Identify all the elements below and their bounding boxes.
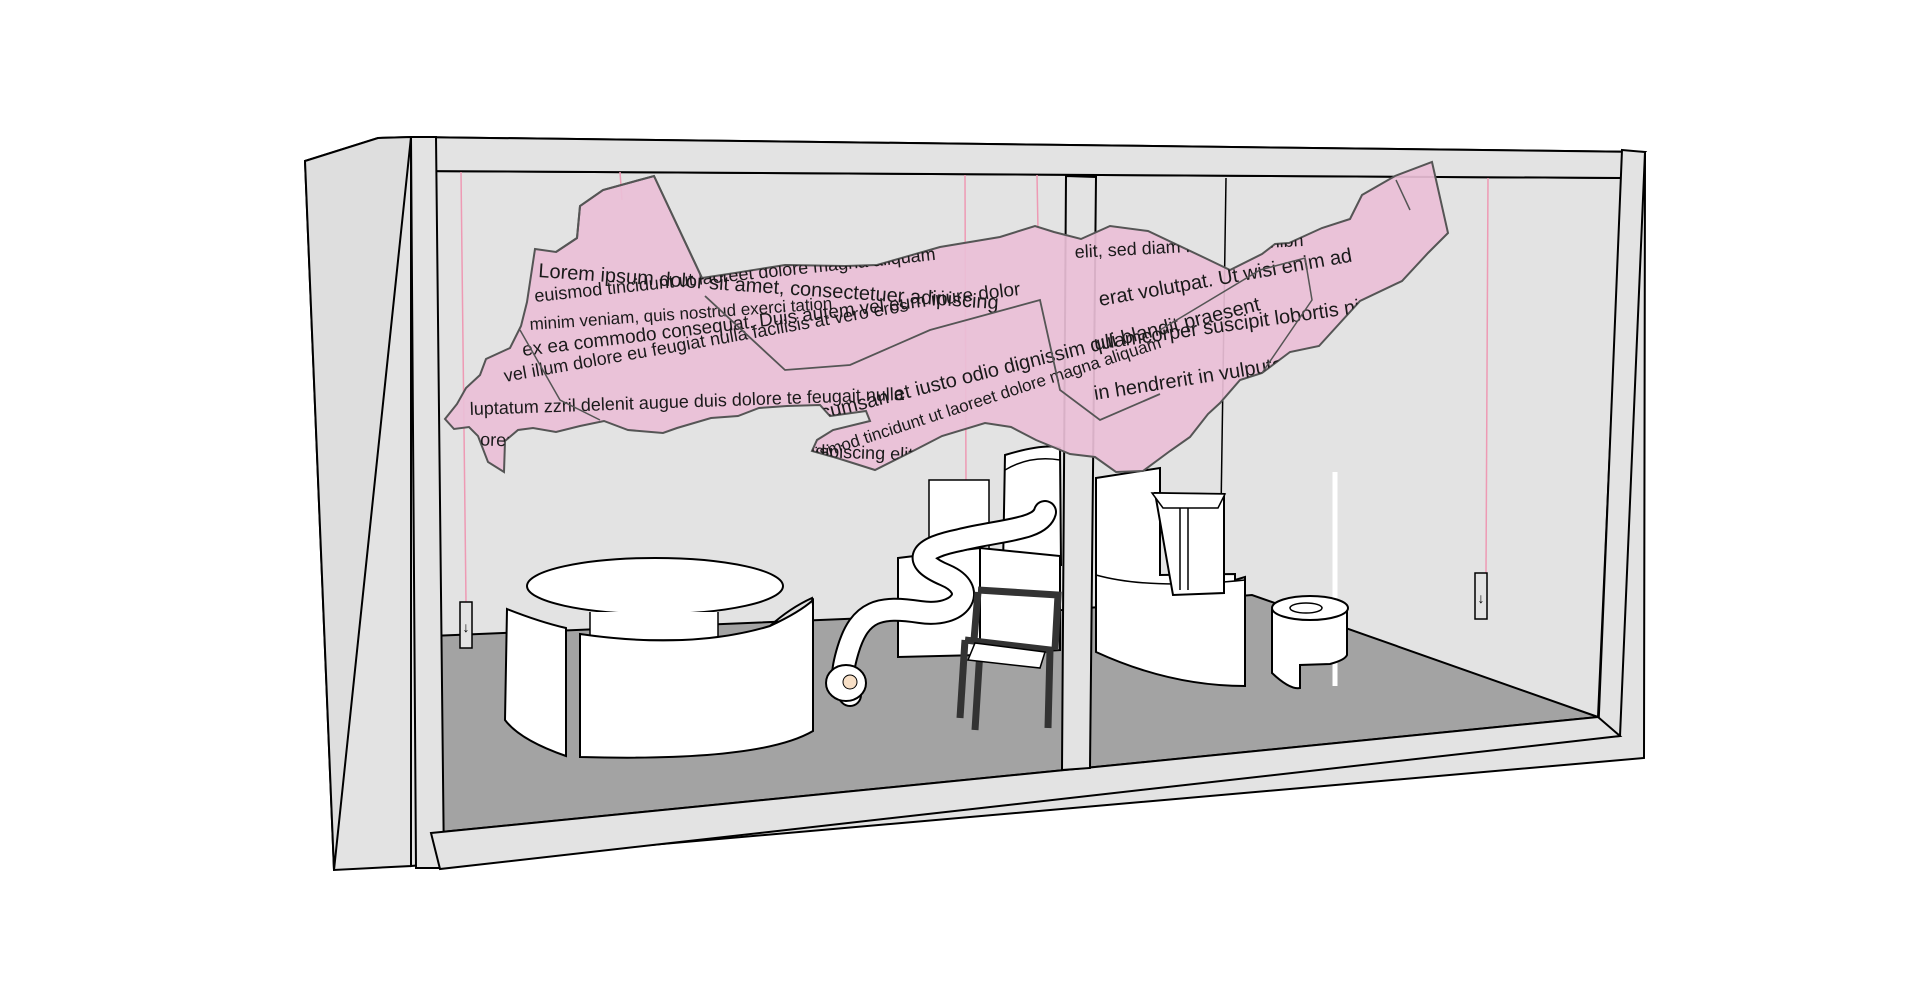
left-wall-face	[303, 135, 413, 871]
round-table-seating	[503, 557, 814, 759]
wire	[460, 171, 467, 603]
lamp-bulb	[842, 674, 858, 690]
fabric-fold	[704, 295, 1161, 422]
tall-box-edge	[1004, 458, 1061, 471]
down-arrow-icon: ↓	[463, 619, 470, 635]
bench-right	[579, 597, 814, 759]
stand-top	[1150, 492, 1227, 509]
stool	[1271, 606, 1348, 690]
chair	[956, 586, 1062, 731]
fabric-fold	[1159, 257, 1313, 374]
chair-seat	[966, 642, 1046, 669]
center-installation	[825, 445, 1063, 731]
fabric-fold	[1395, 179, 1411, 211]
ceiling-strip	[409, 135, 1648, 180]
base-strip	[429, 715, 1623, 871]
low-box-side	[979, 546, 1061, 657]
bench-end	[769, 596, 814, 627]
table-base	[589, 612, 719, 641]
flexible-hose	[833, 502, 1055, 705]
stool-hole	[1289, 602, 1323, 614]
table-top	[526, 557, 784, 615]
wire	[1036, 174, 1039, 231]
right-installation	[1095, 466, 1349, 690]
wire	[1485, 177, 1489, 574]
fabric-fold	[555, 174, 703, 279]
hanging-wires	[460, 171, 1489, 603]
down-arrow-icon: ↓	[1478, 590, 1485, 606]
tag-right	[1474, 572, 1488, 620]
fabric-fold	[519, 329, 601, 421]
tag-left	[459, 601, 473, 649]
bench-left	[503, 607, 567, 758]
